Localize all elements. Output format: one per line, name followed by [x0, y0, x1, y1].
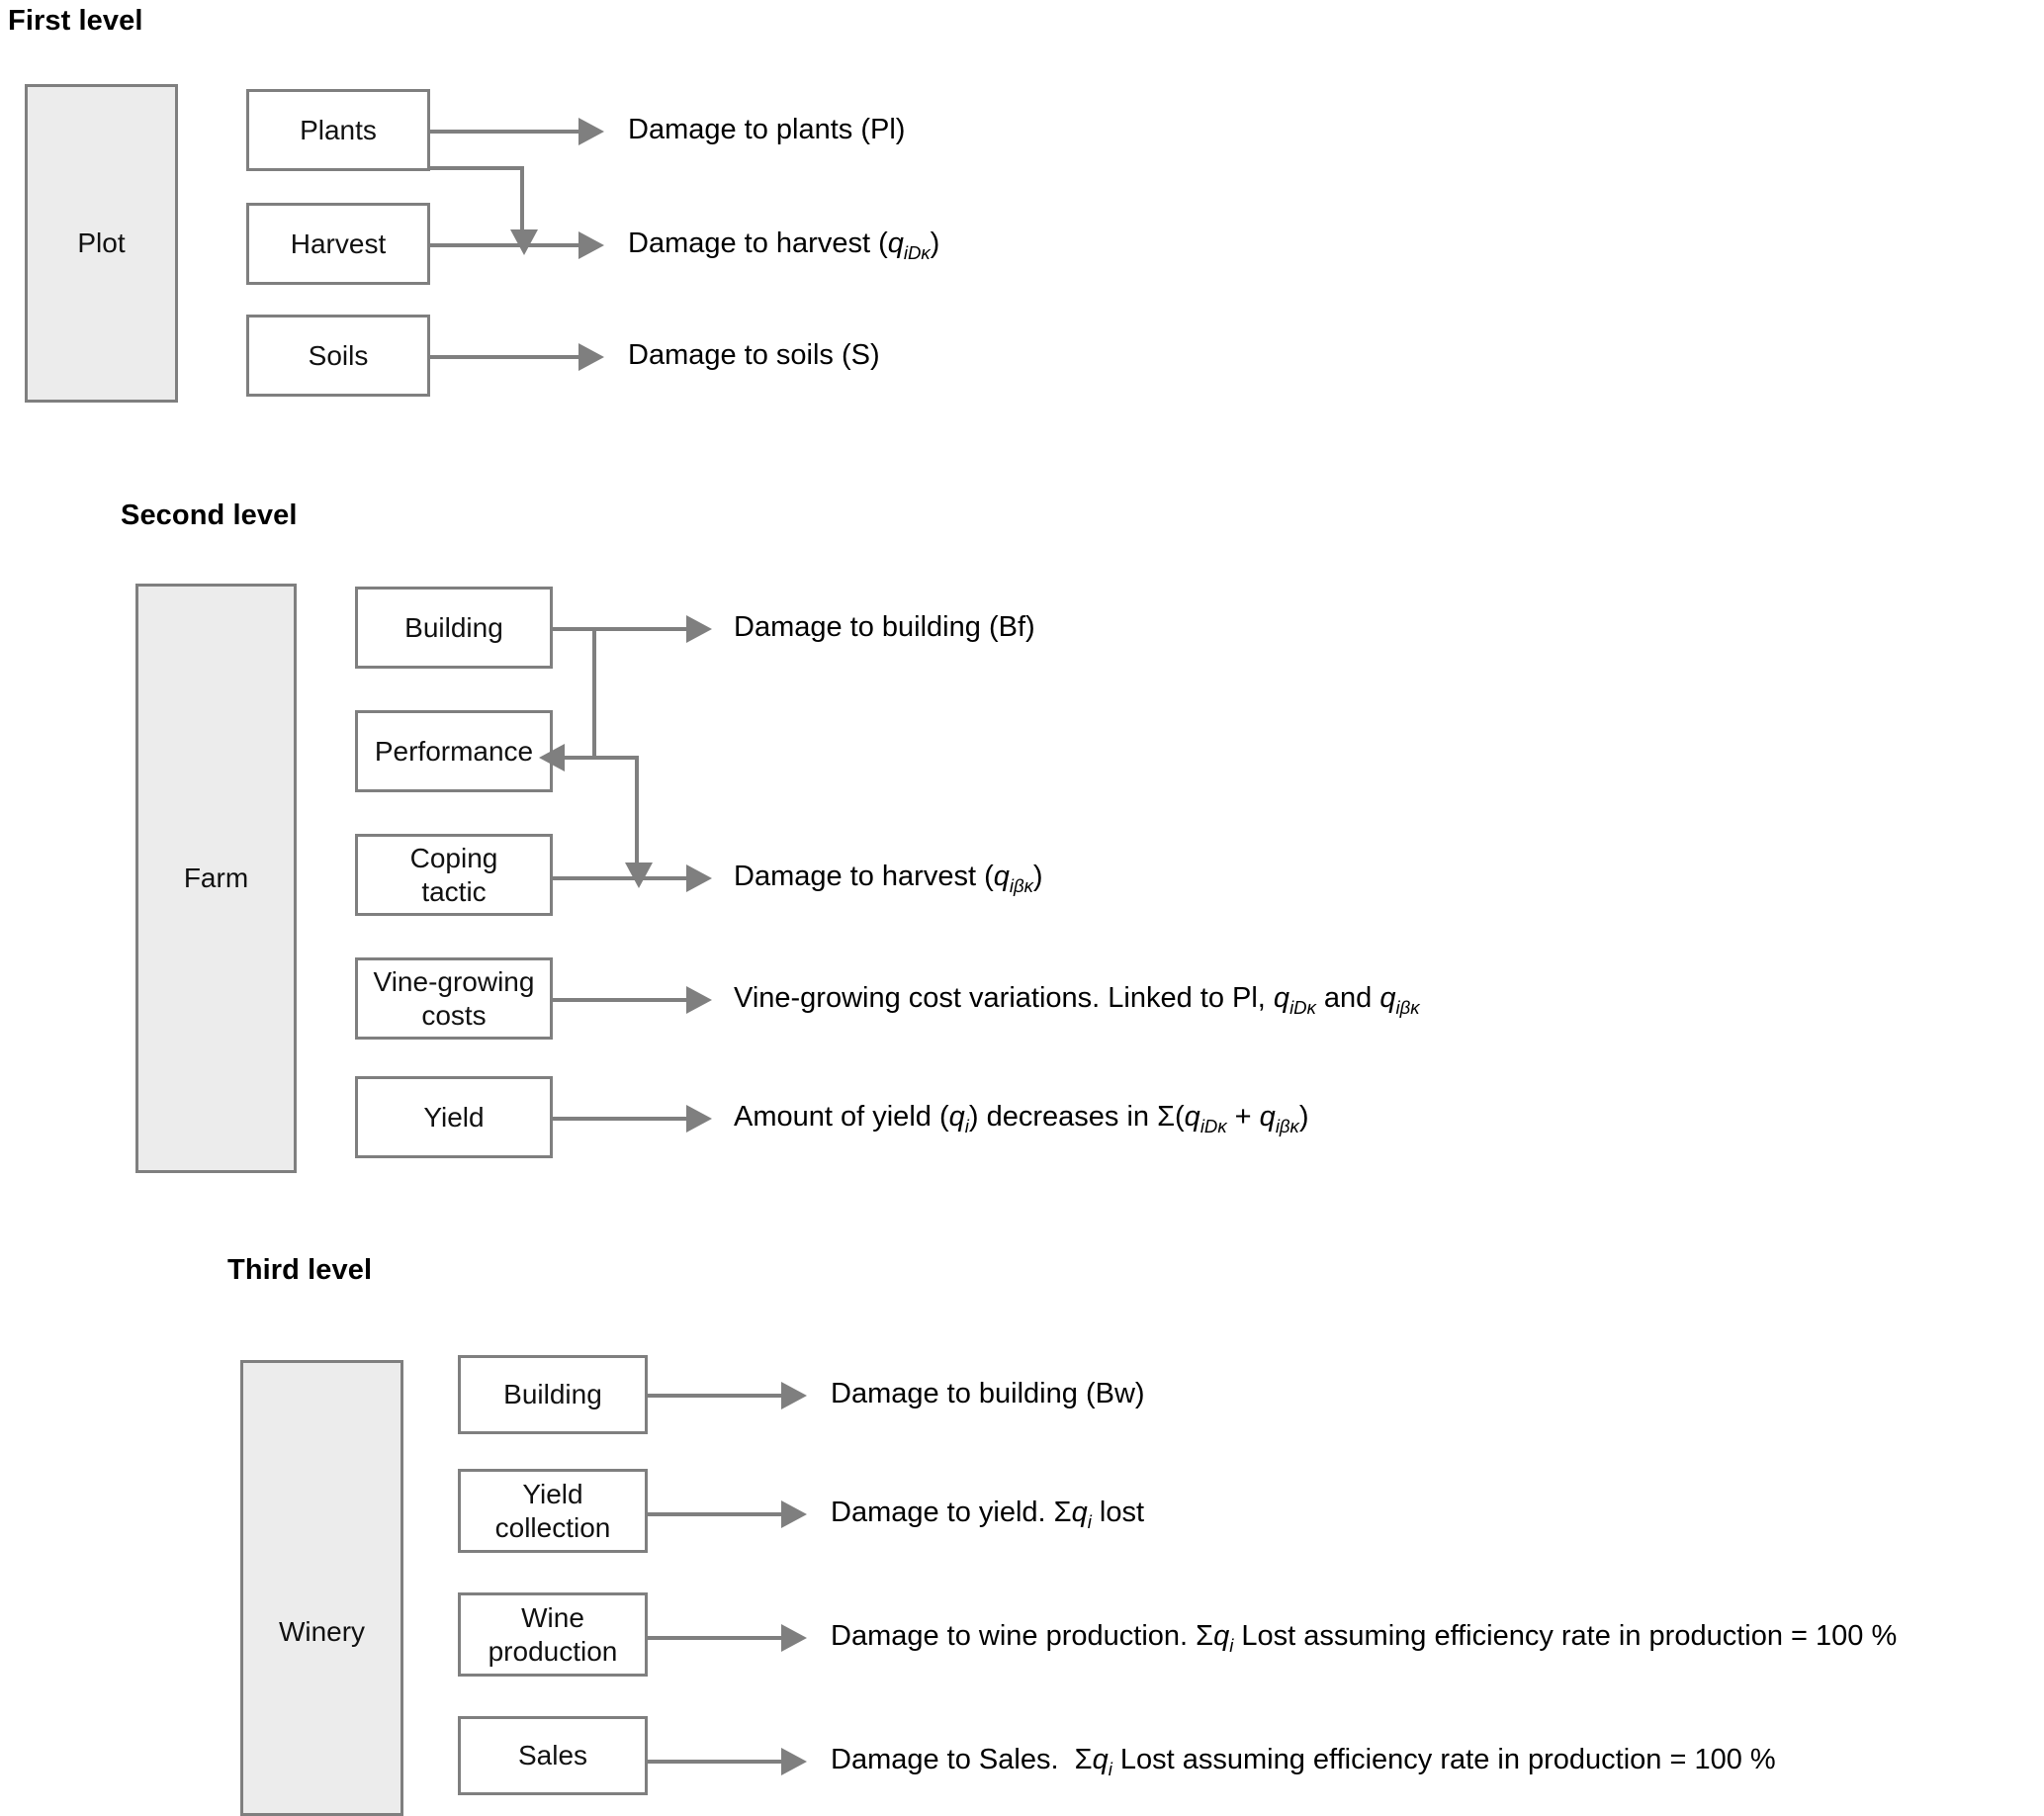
item-box-sales[interactable]: Sales — [458, 1716, 648, 1795]
arrowhead-plants — [578, 118, 604, 145]
connector-plants-cross-v — [520, 166, 524, 231]
item-box-plants[interactable]: Plants — [246, 89, 430, 171]
outcome-vine-growing-costs: Vine-growing cost variations. Linked to … — [734, 982, 1420, 1019]
arrowhead-soils — [578, 343, 604, 371]
connector-wine-production-to-outcome — [648, 1636, 786, 1640]
arrowhead-sales — [781, 1748, 807, 1775]
level-label-third: Third level — [227, 1254, 373, 1286]
arrowhead-performance-to-harvest — [625, 863, 653, 888]
item-label-farm-building: Building — [404, 611, 503, 643]
arrowhead-to-performance — [539, 744, 565, 772]
outcome-damage-harvest-plot: Damage to harvest (qiDκ) — [628, 227, 940, 264]
item-box-harvest[interactable]: Harvest — [246, 203, 430, 285]
connector-farm-building-to-damage — [553, 627, 691, 631]
outcome-damage-plants: Damage to plants (Pl) — [628, 114, 906, 145]
item-label-farm-yield: Yield — [423, 1101, 485, 1133]
arrowhead-winery-building — [781, 1382, 807, 1409]
arrowhead-yield — [686, 1105, 712, 1133]
item-label-harvest: Harvest — [290, 227, 387, 259]
item-label-plants: Plants — [300, 114, 377, 145]
item-label-sales: Sales — [517, 1740, 588, 1771]
connector-yield-collection-to-outcome — [648, 1512, 786, 1516]
connector-coping-to-damage — [553, 876, 691, 880]
item-box-soils[interactable]: Soils — [246, 315, 430, 397]
arrowhead-wine-production — [781, 1624, 807, 1652]
outcome-damage-harvest-farm: Damage to harvest (qiβκ) — [734, 861, 1043, 897]
group-box-winery: Winery — [240, 1360, 403, 1816]
arrowhead-plants-to-harvest — [510, 229, 538, 255]
item-label-winery-building: Building — [503, 1379, 602, 1410]
connector-harvest-to-damage — [430, 243, 583, 247]
group-box-plot: Plot — [25, 84, 178, 403]
item-label-performance: Performance — [374, 735, 534, 767]
connector-plants-cross-h — [430, 166, 524, 170]
connector-soils-to-damage — [430, 355, 583, 359]
group-box-farm: Farm — [135, 584, 297, 1173]
arrowhead-harvest — [578, 231, 604, 259]
arrowhead-coping — [686, 864, 712, 892]
connector-vine-costs-to-outcome — [553, 998, 691, 1002]
arrowhead-yield-collection — [781, 1500, 807, 1528]
level-label-first: First level — [8, 5, 143, 37]
connector-building-to-performance-h — [559, 756, 596, 760]
outcome-damage-sales: Damage to Sales. Σqi Lost assuming effic… — [831, 1744, 1776, 1780]
group-label-farm: Farm — [183, 862, 249, 893]
outcome-damage-building-farm: Damage to building (Bf) — [734, 611, 1035, 643]
item-box-winery-building[interactable]: Building — [458, 1355, 648, 1434]
item-box-farm-yield[interactable]: Yield — [355, 1076, 553, 1158]
connector-plants-to-damage — [430, 130, 583, 134]
outcome-amount-of-yield: Amount of yield (qi) decreases in Σ(qiDκ… — [734, 1101, 1309, 1137]
level-label-second: Second level — [121, 499, 298, 531]
connector-sales-to-outcome — [648, 1760, 786, 1764]
outcome-damage-yield: Damage to yield. Σqi lost — [831, 1497, 1145, 1533]
group-label-plot: Plot — [77, 227, 126, 258]
outcome-damage-soils: Damage to soils (S) — [628, 339, 880, 371]
connector-performance-out-h — [592, 756, 639, 760]
connector-performance-out-v — [635, 756, 639, 864]
group-label-winery: Winery — [278, 1616, 366, 1648]
outcome-damage-building-winery: Damage to building (Bw) — [831, 1378, 1145, 1409]
connector-yield-to-outcome — [553, 1117, 691, 1121]
connector-building-to-performance-v — [592, 627, 596, 758]
item-label-soils: Soils — [308, 339, 369, 371]
item-box-performance[interactable]: Performance — [355, 710, 553, 792]
outcome-damage-wine-production: Damage to wine production. Σqi Lost assu… — [831, 1620, 1898, 1657]
arrowhead-vine-costs — [686, 986, 712, 1014]
item-box-farm-building[interactable]: Building — [355, 587, 553, 669]
arrowhead-farm-building — [686, 615, 712, 643]
connector-winery-building-to-damage — [648, 1394, 786, 1398]
